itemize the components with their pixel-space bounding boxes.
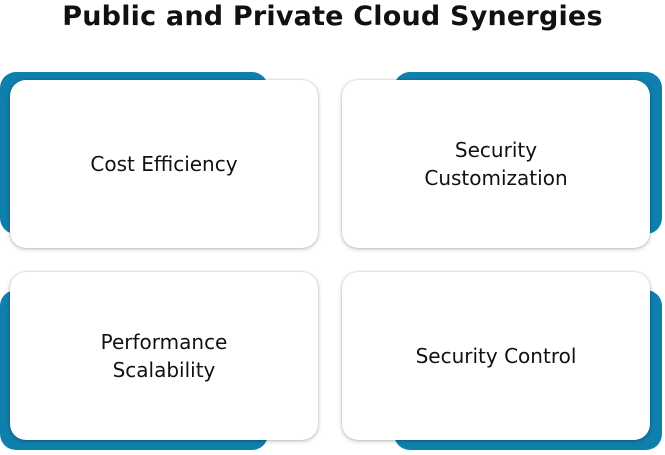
card-security-customization: Security Customization [342, 80, 650, 248]
card-security-control: Security Control [342, 272, 650, 440]
card-label: Performance Scalability [100, 330, 228, 382]
card-label: Cost Efficiency [90, 152, 238, 176]
card-cost-efficiency: Cost Efficiency [10, 80, 318, 248]
diagram-title: Public and Private Cloud Synergies [62, 1, 603, 32]
card-performance-scalability: Performance Scalability [10, 272, 318, 440]
card-label: Security Control [415, 344, 577, 368]
card-label: Security Customization [424, 138, 568, 190]
